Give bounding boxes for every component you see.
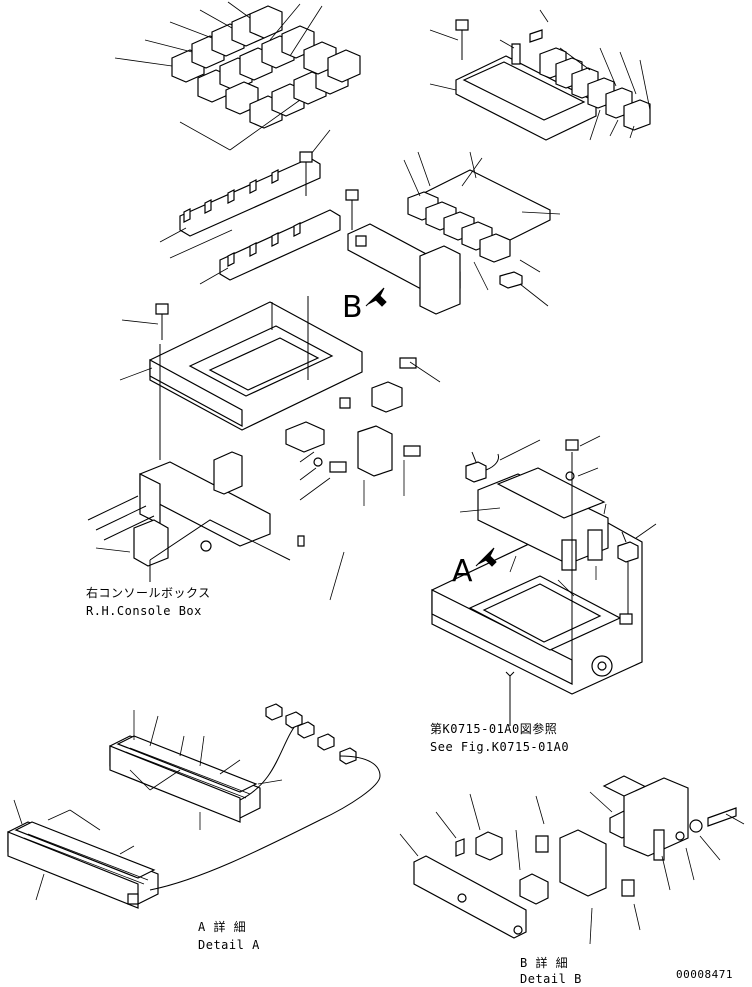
bracket-b [347, 223, 461, 315]
fuse-box-icon [7, 703, 381, 909]
console-box-body [87, 451, 305, 582]
detail-a-label-en: Detail A [198, 938, 260, 952]
console-box-label-en: R.H.Console Box [86, 604, 202, 618]
arrow-icon [365, 287, 387, 307]
relay-icon [285, 381, 403, 477]
console-box-frame [119, 296, 363, 460]
arrow-icon [475, 547, 515, 726]
relay-block-top-right [429, 9, 651, 141]
console-box-label-jp: 右コンソールボックス [86, 586, 211, 600]
bracket-a [431, 467, 643, 695]
bracket-b-detail [413, 775, 737, 939]
detail-b-label-jp: B 詳 細 [520, 956, 569, 970]
toggle-switch-icon [465, 451, 639, 625]
bolt-icon [155, 19, 469, 340]
bolt-icon [313, 357, 421, 473]
relay-cluster-top-left [114, 1, 361, 169]
relay-rail-mid-right [403, 151, 561, 307]
see-fig-label-jp: 第K0715-01A0図参照 [430, 722, 558, 736]
see-fig-label-en: See Fig.K0715-01A0 [430, 740, 570, 754]
relay-socket-rails [159, 157, 341, 285]
drawing-number: 00008471 [676, 968, 733, 981]
section-b-marker: B [342, 290, 363, 325]
detail-b-label-en: Detail B [520, 972, 582, 986]
detail-a-label-jp: A 詳 細 [198, 920, 247, 934]
section-a-marker: A [452, 554, 473, 589]
